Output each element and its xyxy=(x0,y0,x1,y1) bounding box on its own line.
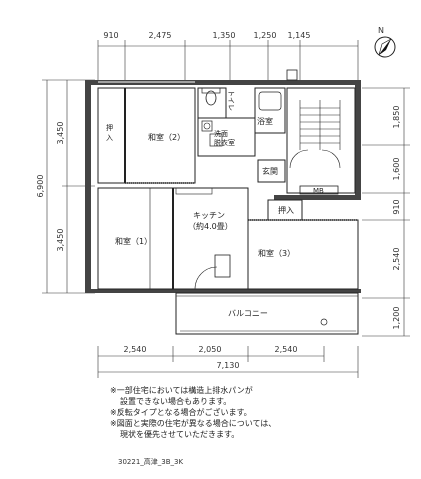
dim-right-4: 2,540 xyxy=(392,248,401,271)
dim-bottom-1: 2,540 xyxy=(124,345,147,354)
note-2: 設置できない場合もあります。 xyxy=(120,397,232,406)
label-washitsu-3: 和室（3） xyxy=(258,248,295,258)
label-kitchen-1: キッチン xyxy=(193,211,225,220)
label-kitchen-2: （約4.0畳） xyxy=(188,221,233,231)
dim-top-4: 1,250 xyxy=(254,31,277,40)
label-oshiire-top-2: 入 xyxy=(106,134,113,142)
dim-right-5: 1,200 xyxy=(392,307,401,330)
dim-right-1: 1,850 xyxy=(392,106,401,129)
dim-bottom-total: 7,130 xyxy=(217,361,240,370)
label-washitsu-2: 和室（2） xyxy=(148,132,185,142)
label-senmen-1: 洗面 xyxy=(214,129,228,138)
bottom-dimension xyxy=(97,346,359,378)
dim-top-5: 1,145 xyxy=(288,31,311,40)
plan-code: 30221_高津_3B_3K xyxy=(118,458,184,466)
label-balcony: バルコニー xyxy=(228,309,268,318)
dim-right-3: 910 xyxy=(392,199,401,214)
dim-bottom-2: 2,050 xyxy=(199,345,222,354)
dim-top-3: 1,350 xyxy=(213,31,236,40)
notes: ※一部住宅においては構造上排水パンが 設置できない場合もあります。 ※反転タイプ… xyxy=(110,385,410,440)
dim-left-total: 6,900 xyxy=(36,175,45,198)
note-4: ※図面と実際の住宅が異なる場合については、 xyxy=(110,419,277,428)
label-genkan: 玄関 xyxy=(262,166,278,176)
label-mb: MB xyxy=(313,187,324,195)
north-label: N xyxy=(378,26,384,35)
walls xyxy=(85,69,361,335)
label-washitsu-1: 和室（1） xyxy=(115,236,152,246)
dim-left-lower: 3,450 xyxy=(56,229,65,252)
dim-bottom-3: 2,540 xyxy=(275,345,298,354)
dim-top-1: 910 xyxy=(103,31,118,40)
north-arrow-icon xyxy=(374,36,396,58)
dim-right-2: 1,600 xyxy=(392,158,401,181)
label-toilet: トイレ xyxy=(227,90,235,111)
label-senmen-2: 脱衣室 xyxy=(214,138,235,147)
label-bath: 浴室 xyxy=(257,116,273,126)
top-dimension xyxy=(97,40,359,80)
label-oshiire-mid: 押入 xyxy=(278,205,294,215)
note-3: ※反転タイプとなる場合がございます。 xyxy=(110,408,252,417)
note-5: 現状を優先させていただきます。 xyxy=(120,430,240,439)
note-1: ※一部住宅においては構造上排水パンが xyxy=(110,386,253,395)
label-oshiire-top-1: 押 xyxy=(106,123,113,132)
dim-top-2: 2,475 xyxy=(149,31,172,40)
right-dimension xyxy=(362,87,410,337)
dim-left-upper: 3,450 xyxy=(56,122,65,145)
